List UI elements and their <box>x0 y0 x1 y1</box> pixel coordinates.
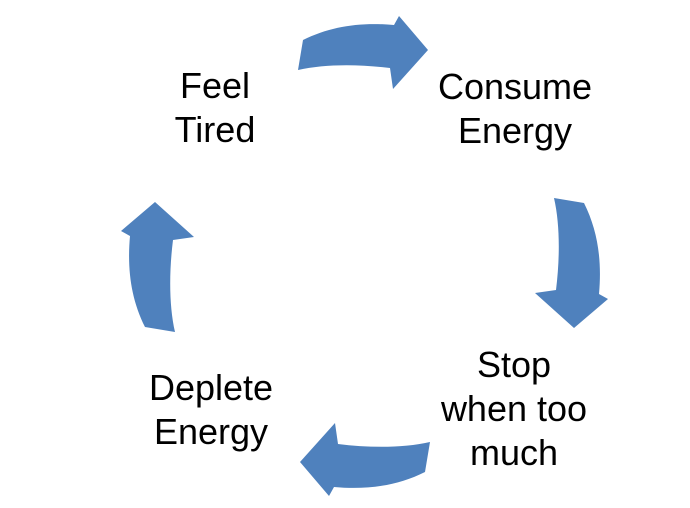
node-deplete-energy-line-1: Deplete <box>148 367 274 408</box>
node-consume-energy-line-1: Consume <box>437 66 593 107</box>
node-deplete-energy: Deplete Energy <box>111 366 311 454</box>
curved-arrow-left-icon <box>121 202 194 332</box>
node-stop-when-too-much-line-2: when too <box>440 388 588 429</box>
node-deplete-energy-line-2: Energy <box>153 411 269 452</box>
curved-arrow-bottom-icon <box>300 423 430 496</box>
node-consume-energy-line-2: Energy <box>457 110 573 151</box>
node-stop-when-too-much: Stop when too much <box>414 343 614 475</box>
node-stop-when-too-much-line-1: Stop <box>476 344 552 385</box>
curved-arrow-right-icon <box>535 198 608 328</box>
node-feel-tired: Feel Tired <box>125 64 305 152</box>
node-feel-tired-line-1: Feel <box>179 65 251 106</box>
node-feel-tired-line-2: Tired <box>174 109 256 150</box>
node-consume-energy: Consume Energy <box>415 65 615 153</box>
node-stop-when-too-much-line-3: much <box>469 432 559 473</box>
curved-arrow-top-icon <box>298 16 428 89</box>
